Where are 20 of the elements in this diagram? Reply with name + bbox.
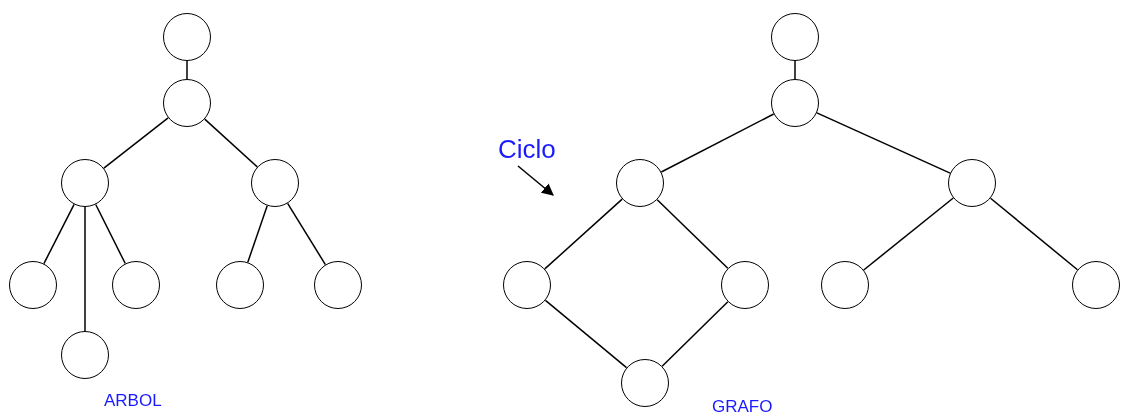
edge-line [816,112,951,174]
edge-line [660,113,775,173]
edge-line [989,197,1079,271]
edge-line [544,198,623,270]
edge-line [286,202,327,266]
edge-line [43,203,75,265]
edge-line [204,118,258,168]
edge-line [661,301,729,367]
caption-label: ARBOL [104,392,162,409]
arrow [517,165,554,196]
edge-line [656,198,729,270]
caption-label: GRAFO [712,398,773,415]
edge-line [862,197,955,271]
edge-line [794,60,796,80]
edge-line [544,299,628,369]
callout-text: Ciclo [498,132,560,166]
edge-line [186,60,188,80]
edge-line [84,206,86,332]
edge-line [103,117,169,169]
edge-line [95,203,126,265]
